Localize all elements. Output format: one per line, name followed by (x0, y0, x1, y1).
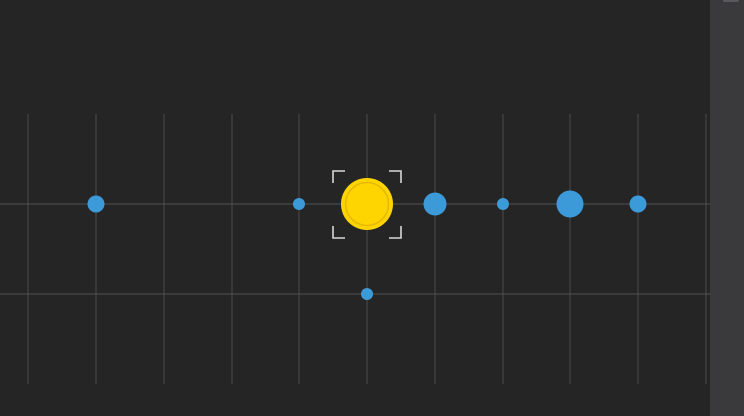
timeline-node[interactable] (293, 198, 305, 210)
scroll-thumb[interactable] (723, 0, 739, 2)
grid (0, 114, 710, 384)
timeline-node[interactable] (629, 195, 647, 213)
selected-node[interactable] (341, 178, 393, 230)
vertical-scrollbar[interactable] (710, 0, 744, 416)
selection-bracket (389, 226, 402, 239)
selected-node-ring (344, 181, 390, 227)
timeline-node[interactable] (361, 288, 373, 300)
timeline-canvas[interactable] (0, 0, 710, 416)
selection-bracket (332, 170, 345, 183)
timeline-node[interactable] (423, 192, 447, 216)
timeline-node[interactable] (497, 198, 509, 210)
timeline-node[interactable] (556, 190, 584, 218)
selection-bracket (389, 170, 402, 183)
timeline-node[interactable] (87, 195, 105, 213)
selection-bracket (332, 226, 345, 239)
